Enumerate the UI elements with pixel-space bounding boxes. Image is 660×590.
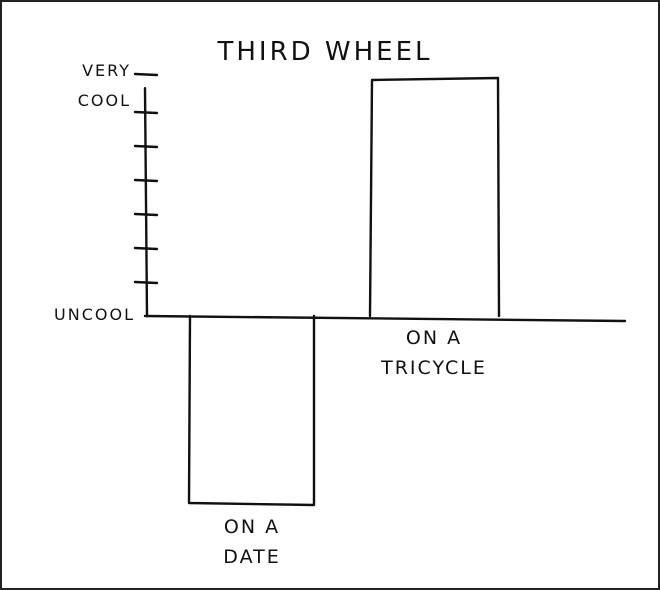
y-tick-label-top: VERY — [82, 61, 131, 80]
bar — [187, 314, 316, 507]
x-axis-line — [143, 314, 627, 323]
x-tick-label: TRICYCLE — [380, 357, 487, 379]
y-tick — [133, 246, 159, 251]
x-tick-label: DATE — [223, 546, 280, 568]
x-tick-label: ON A — [224, 516, 280, 538]
x-tick-label: ON A — [406, 327, 462, 349]
chart-bars — [187, 76, 501, 507]
y-tick-label-bottom: UNCOOL — [54, 305, 135, 324]
y-tick — [133, 144, 159, 149]
y-tick — [133, 178, 159, 183]
y-tick-label-top: COOL — [78, 91, 131, 110]
y-axis-line — [143, 87, 149, 318]
chart-labels: VERY COOL UNCOOL ON A DATE ON A TRICYCLE — [54, 61, 487, 568]
y-tick — [133, 212, 159, 217]
chart-title: THIRD WHEEL — [216, 37, 432, 67]
y-tick — [133, 110, 159, 115]
y-tick — [133, 72, 159, 77]
bar — [368, 76, 501, 318]
chart-axes — [133, 72, 627, 323]
y-tick — [133, 280, 159, 285]
